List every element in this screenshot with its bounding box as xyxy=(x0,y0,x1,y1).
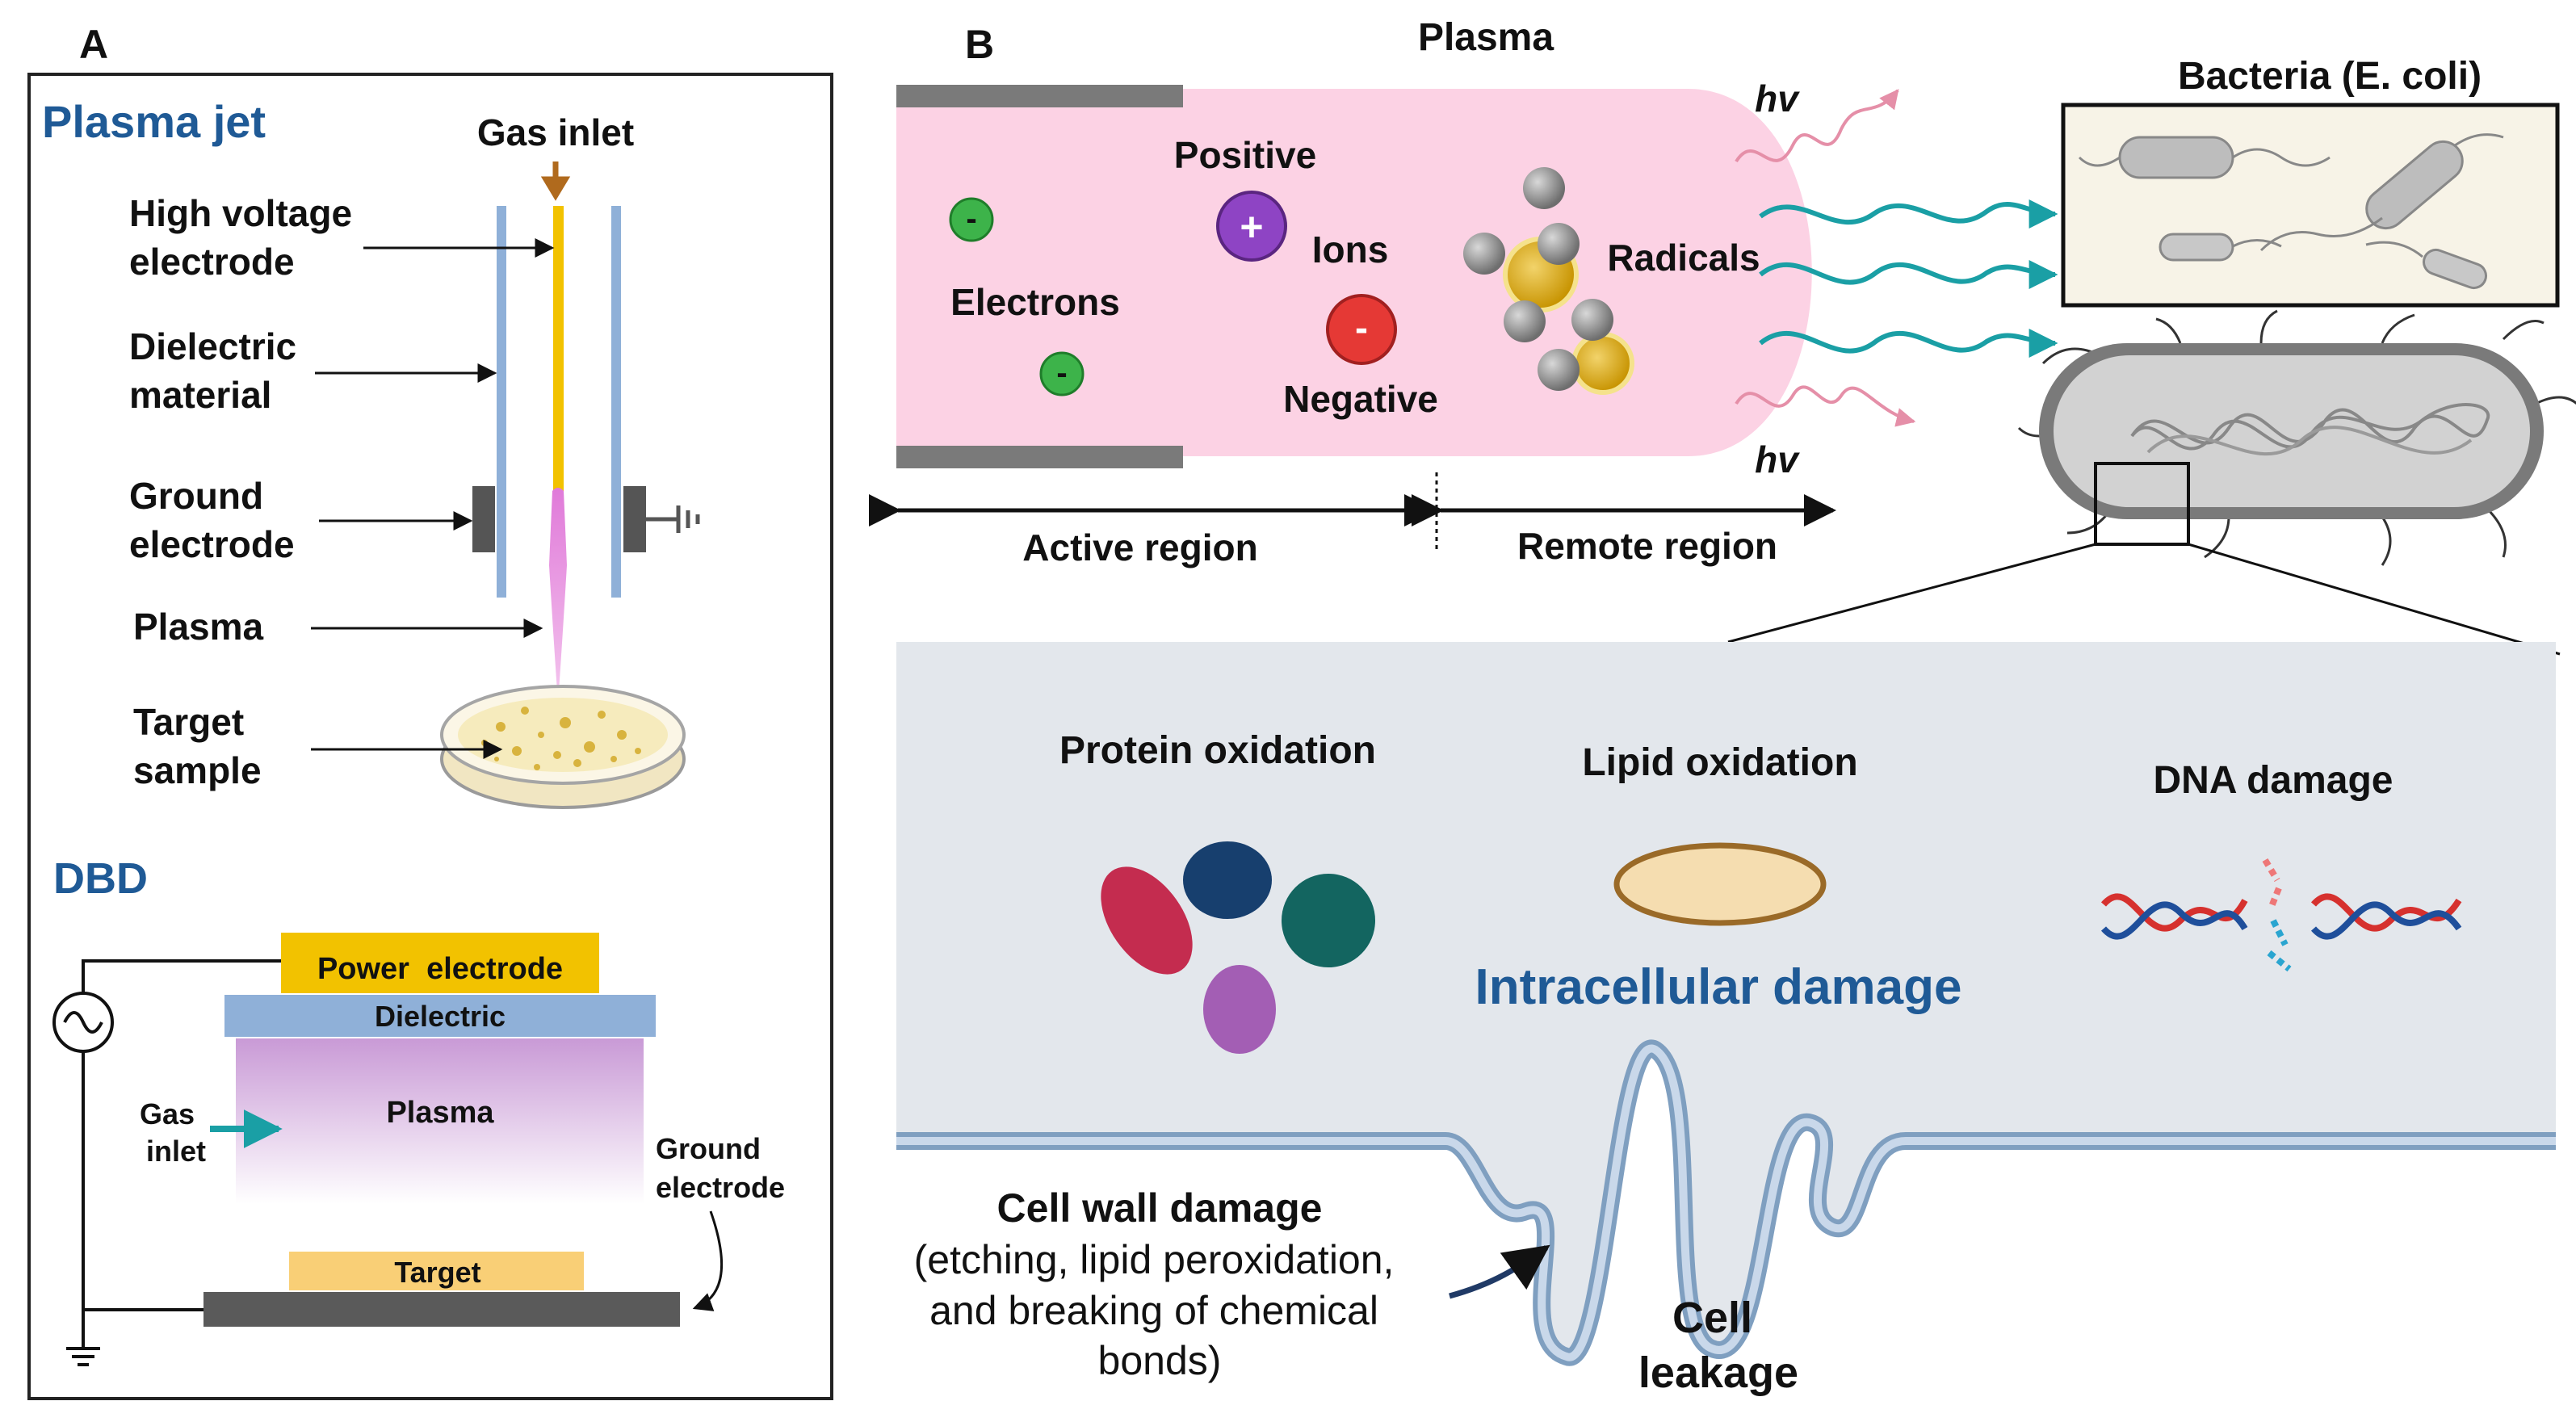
dbd-dielectric xyxy=(224,995,656,1037)
hv-top-label: hv xyxy=(1755,78,1800,120)
plasma-title: Plasma xyxy=(1418,16,1554,59)
dbd-target xyxy=(289,1252,584,1290)
petri-dish xyxy=(440,685,686,809)
dbd-ground-electrode xyxy=(203,1292,680,1327)
dbd-title: DBD xyxy=(53,854,148,903)
cell-leakage-label: Cell leakage xyxy=(1638,1294,1798,1397)
zoom-line-right xyxy=(2188,543,2561,656)
ground-symbol-icon xyxy=(646,505,700,533)
zoom-line-left xyxy=(1727,543,2096,644)
negative-ion-icon: - xyxy=(1326,294,1397,365)
ground-electrode-left xyxy=(472,486,495,552)
plasma-jet-title: Plasma jet xyxy=(42,96,266,147)
ac-source-icon xyxy=(52,992,114,1053)
dbd-gas-inlet-label: Gas inlet xyxy=(140,1097,206,1168)
dna-damage-label: DNA damage xyxy=(2154,759,2393,802)
dielectric-tube-right xyxy=(611,206,621,598)
bacterium-cell xyxy=(2017,309,2576,566)
remote-region-label: Remote region xyxy=(1517,525,1777,567)
lipid-droplet-icon xyxy=(1613,842,1827,926)
nozzle-bottom xyxy=(896,446,1183,468)
uv-photon-bottom xyxy=(1735,385,1916,427)
hv-electrode xyxy=(553,206,564,493)
dbd-dielectric-label: Dielectric xyxy=(375,1000,506,1033)
dbd-plasma-label: Plasma xyxy=(386,1096,494,1130)
positive-label: Positive xyxy=(1174,134,1316,176)
ions-label: Ions xyxy=(1312,229,1389,271)
panel-a-letter: A xyxy=(79,22,108,67)
dbd-circuit-wire xyxy=(82,959,281,1349)
svg-text:-: - xyxy=(966,201,976,237)
cell-wall-damage-title: Cell wall damage xyxy=(997,1185,1323,1231)
uv-photon-top xyxy=(1735,89,1899,163)
zoomed-cell-interior xyxy=(896,642,2556,1357)
cell-wall-arrow xyxy=(1449,1244,1550,1299)
panel-b-letter: B xyxy=(965,22,994,67)
svg-text:-: - xyxy=(1056,355,1067,391)
gas-inlet-arrow xyxy=(540,161,571,201)
cell-membrane-inner xyxy=(896,1044,2556,1361)
dbd-ground-pointer xyxy=(692,1210,724,1311)
protein-icon xyxy=(1101,841,1375,1054)
positive-ion-icon: + xyxy=(1216,191,1287,262)
bacteria-cells xyxy=(2078,133,2504,290)
jet-plasma-plume xyxy=(549,488,567,703)
dna-helix-icon xyxy=(2100,858,2462,972)
panel-a-frame xyxy=(27,73,833,1400)
cell-wall-damage-details: (etching, lipid peroxidation, and breaki… xyxy=(914,1237,1406,1383)
dbd-power-electrode-label: Power electrode xyxy=(317,952,563,986)
dielectric-tube-left xyxy=(497,206,506,598)
nozzle-top xyxy=(896,85,1183,107)
intracellular-damage-label: Intracellular damage xyxy=(1475,959,1961,1015)
dielectric-material-label: Dielectric material xyxy=(129,325,307,416)
lipid-oxidation-label: Lipid oxidation xyxy=(1582,741,1857,784)
dbd-target-label: Target xyxy=(394,1256,480,1289)
target-sample-label: Target sample xyxy=(133,701,262,791)
hv-electrode-label: High voltage electrode xyxy=(129,192,363,283)
active-region-label: Active region xyxy=(1022,526,1257,568)
electron-icon: - xyxy=(949,197,994,242)
electrons-label: Electrons xyxy=(950,281,1120,323)
svg-text:-: - xyxy=(1355,307,1368,350)
jet-plasma-label: Plasma xyxy=(133,606,264,648)
ground-electrode-right xyxy=(623,486,646,552)
dbd-power-electrode xyxy=(281,933,599,993)
zoom-region-box xyxy=(2094,462,2190,546)
gas-inlet-label: Gas inlet xyxy=(477,111,634,153)
svg-text:+: + xyxy=(1240,204,1263,250)
negative-label: Negative xyxy=(1283,378,1438,420)
radicals-label: Radicals xyxy=(1607,237,1760,279)
circuit-ground-icon xyxy=(66,1347,100,1366)
bacteria-title: Bacteria (E. coli) xyxy=(2178,55,2482,98)
radicals-icon xyxy=(1463,167,1634,395)
dbd-plasma-region xyxy=(236,1038,644,1204)
protein-oxidation-label: Protein oxidation xyxy=(1059,729,1376,772)
hv-bottom-label: hv xyxy=(1755,438,1800,480)
electron-icon: - xyxy=(1039,351,1085,396)
species-flux-arrows xyxy=(1759,199,2058,358)
dbd-ground-electrode-label: Ground electrode xyxy=(656,1132,785,1204)
ground-electrode-label: Ground electrode xyxy=(129,475,295,565)
